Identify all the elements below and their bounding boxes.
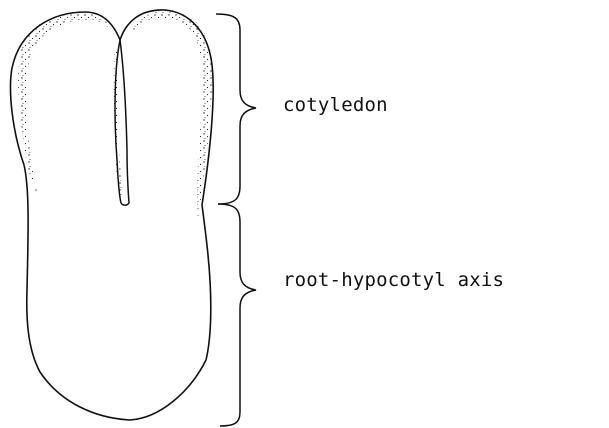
root-hypocotyl-axis-label: root-hypocotyl axis (283, 269, 504, 291)
left-cotyledon-stipple (18, 14, 115, 195)
axis-brace (218, 204, 256, 426)
right-cotyledon-stipple (128, 10, 212, 220)
embryo-outline (11, 10, 214, 420)
cotyledon-label: cotyledon (283, 94, 388, 116)
cotyledon-brace (216, 14, 256, 204)
